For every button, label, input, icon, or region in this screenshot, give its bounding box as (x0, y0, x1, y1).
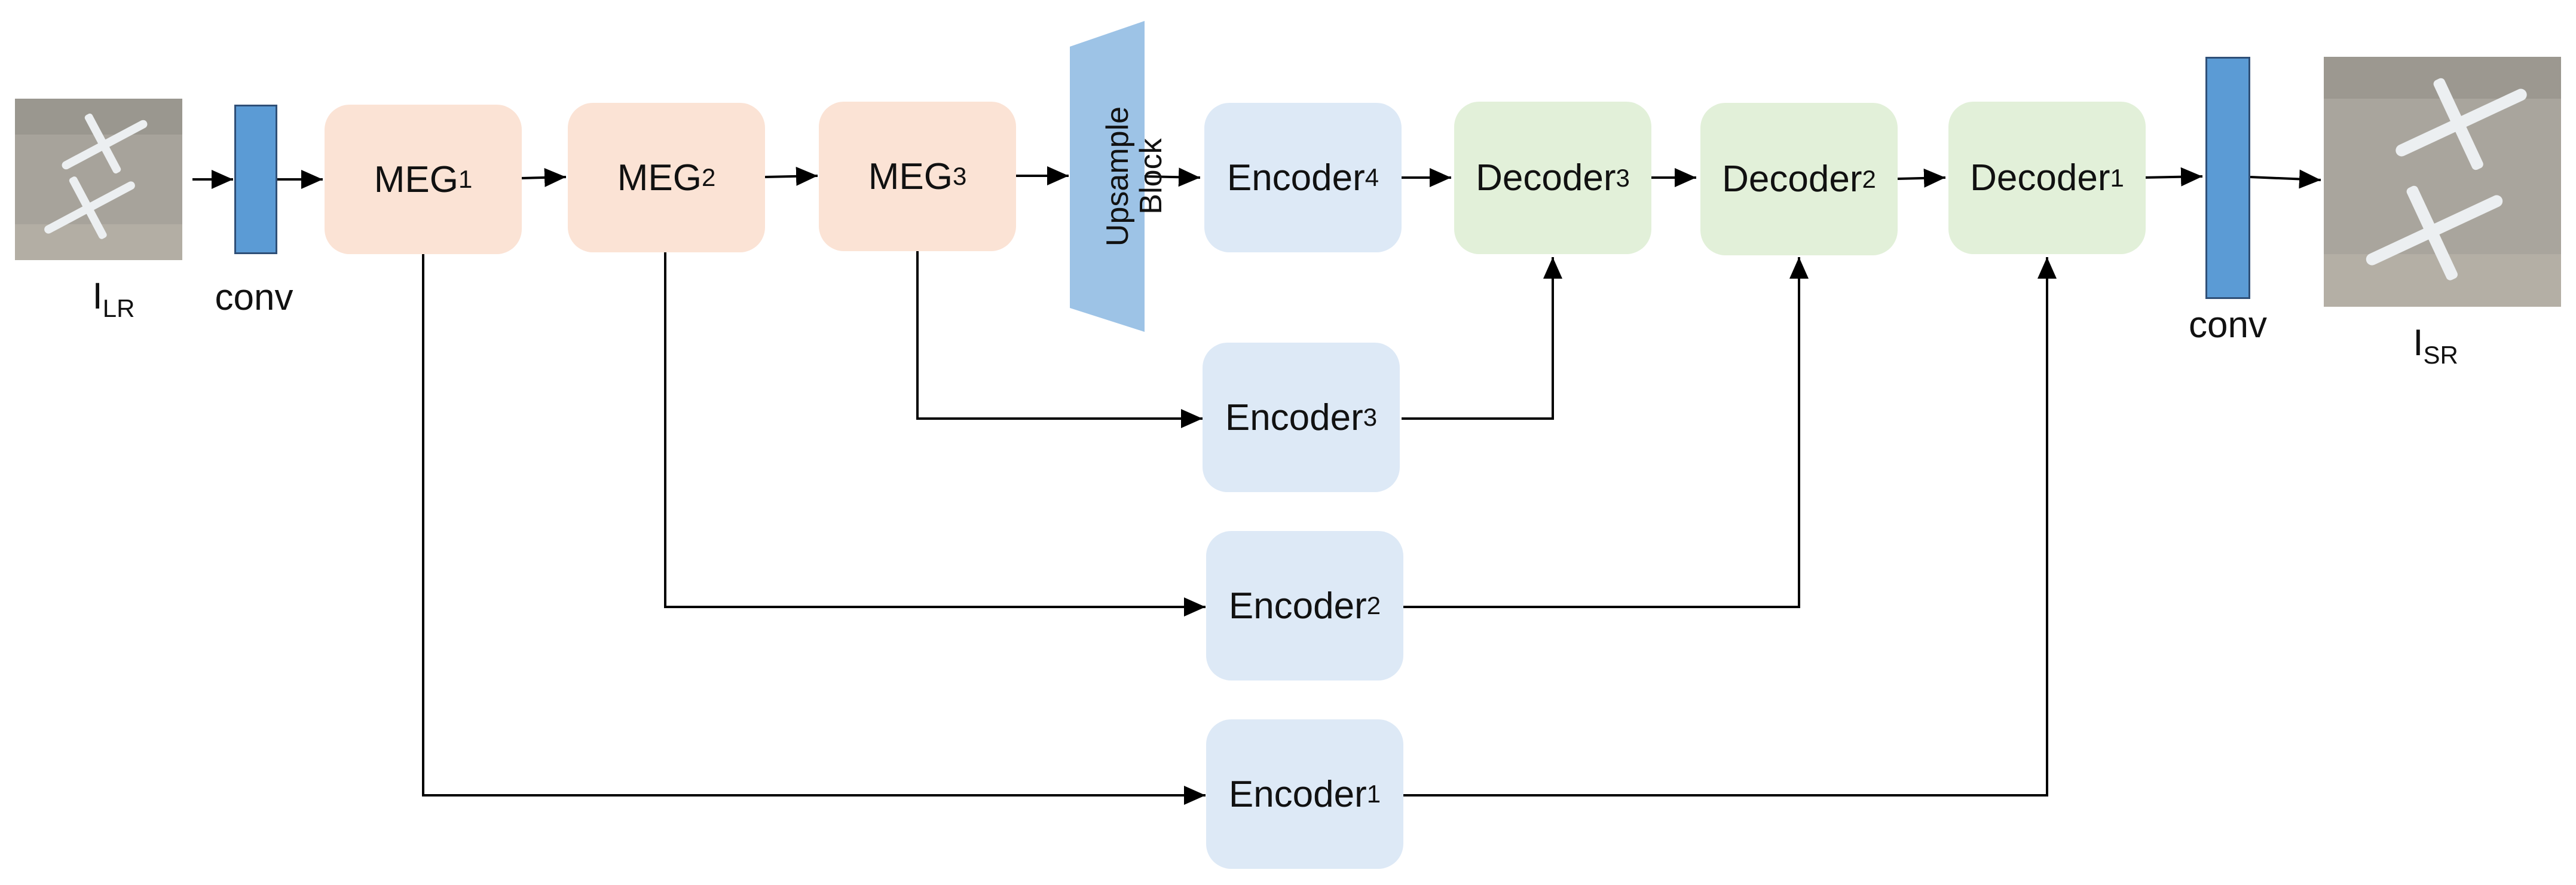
input-label: ILR (92, 276, 135, 322)
output-image-sr (2324, 57, 2561, 307)
arrow-encoder3-to-decoder3 (1402, 257, 1562, 420)
conv-label-input: conv (215, 277, 293, 318)
arrow-encoder1-to-decoder1 (1402, 257, 2057, 797)
upsample-block-label: Upsample Block (1100, 106, 1168, 247)
arrow-decoder1-to-conv (2142, 167, 2203, 187)
arrow-conv-to-output (2250, 169, 2321, 189)
upsample-block-shape (1070, 21, 1145, 332)
input-image-lr (15, 99, 182, 260)
arrow-meg2-to-encoder2 (664, 250, 1206, 617)
conv-block-input (234, 105, 277, 254)
airplanes-icon (2324, 57, 2561, 307)
airplanes-icon (15, 99, 182, 260)
arrow-meg1-to-meg2 (519, 167, 567, 187)
conv-block-output (2205, 57, 2250, 299)
arrow-decoder2-to-decoder1 (1897, 168, 1946, 188)
arrow-meg1-to-encoder1 (422, 252, 1206, 805)
output-label: ISR (2413, 322, 2458, 369)
conv-label-output: conv (2189, 304, 2267, 346)
arrow-meg3-to-encoder3 (916, 250, 1203, 428)
arrow-upsample-to-encoder4 (1144, 167, 1201, 187)
arrow-encoder2-to-decoder2 (1402, 257, 1809, 608)
arrow-meg2-to-meg3 (764, 166, 818, 186)
